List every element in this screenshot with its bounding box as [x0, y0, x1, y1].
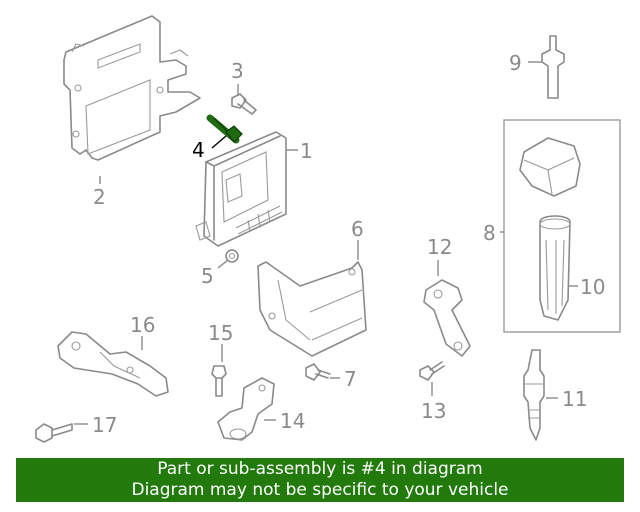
callout-8: 8 — [483, 221, 496, 245]
part-5-nut — [225, 249, 239, 263]
callout-3: 3 — [231, 59, 244, 83]
callout-2: 2 — [93, 185, 106, 209]
banner-line-1: Part or sub-assembly is #4 in diagram — [157, 459, 483, 479]
callout-6: 6 — [351, 217, 364, 241]
callout-9: 9 — [509, 51, 522, 75]
callout-12: 12 — [427, 235, 452, 259]
callout-15: 15 — [208, 321, 233, 345]
part-16-bracket — [57, 331, 169, 397]
part-17-bolt — [35, 423, 73, 443]
callout-13: 13 — [421, 399, 446, 423]
part-3-bolt — [231, 93, 257, 115]
part-15-bolt — [211, 365, 227, 397]
part-7-bolt — [305, 363, 331, 381]
part-14-bracket — [217, 377, 275, 441]
part-9-stud — [541, 35, 565, 99]
callout-5: 5 — [201, 264, 214, 288]
callout-16: 16 — [130, 313, 155, 337]
part-8-ignition-group — [503, 119, 621, 333]
part-12-sensor — [423, 279, 471, 357]
callout-labels: 1 2 3 4 5 6 7 8 9 10 11 12 13 14 15 16 1… — [92, 51, 605, 437]
callout-7: 7 — [344, 367, 357, 391]
banner-line-2: Diagram may not be specific to your vehi… — [131, 480, 509, 500]
part-2-bracket — [63, 15, 201, 161]
callout-1: 1 — [300, 139, 313, 163]
part-6-cover — [257, 261, 367, 357]
part-4-bolt — [206, 114, 243, 144]
callout-17: 17 — [92, 413, 117, 437]
callout-14: 14 — [280, 409, 305, 433]
callout-10: 10 — [580, 275, 605, 299]
info-banner: Part or sub-assembly is #4 in diagram Di… — [16, 458, 624, 502]
part-11-spark-plug — [523, 349, 545, 441]
part-13-bolt — [419, 361, 445, 381]
callout-4: 4 — [192, 138, 205, 162]
callout-11: 11 — [562, 387, 587, 411]
part-1-module — [195, 131, 287, 247]
parts-diagram: 1 2 3 4 5 6 7 8 9 10 11 12 13 14 15 16 1… — [35, 15, 621, 443]
leader-lines — [74, 61, 578, 425]
